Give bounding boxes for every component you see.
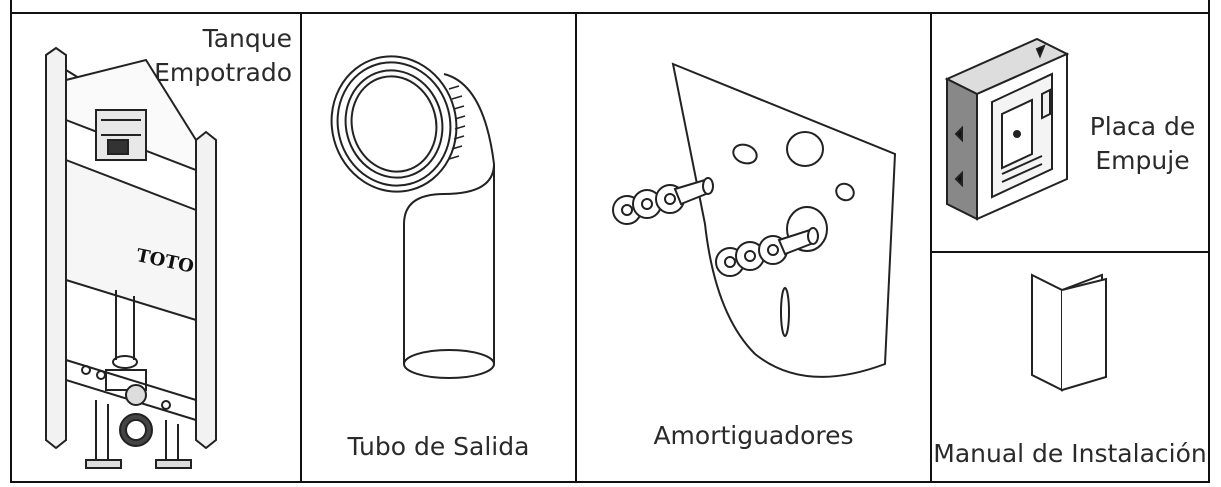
- cell-dampers: Amortiguadores: [575, 12, 932, 483]
- top-rule-right: [1208, 0, 1210, 14]
- push-plate-illustration: [944, 37, 1070, 221]
- tank-label-line2: Empotrado: [154, 58, 292, 87]
- cell-in-wall-tank: Tanque Empotrado TOTO: [10, 12, 302, 483]
- manual-label: Manual de Instalación: [933, 439, 1207, 468]
- dampers-illustration: [612, 62, 897, 378]
- outlet-pipe-illustration: [330, 55, 495, 379]
- in-wall-tank-illustration: TOTO: [45, 46, 217, 469]
- manual-booklet-illustration: [1031, 273, 1107, 392]
- tank-label-line1: Tanque: [202, 24, 292, 53]
- outlet-pipe-label: Tubo de Salida: [347, 432, 530, 461]
- top-rule: [10, 0, 12, 14]
- push-plate-label-line2: Empuje: [1095, 146, 1190, 175]
- cell-outlet-pipe: Tubo de Salida: [300, 12, 577, 483]
- push-plate-label-line1: Placa de: [1089, 112, 1196, 141]
- cell-push-plate: Placa de Empuje: [930, 12, 1210, 253]
- dampers-label: Amortiguadores: [653, 421, 854, 450]
- cell-installation-manual: Manual de Instalación: [930, 251, 1210, 483]
